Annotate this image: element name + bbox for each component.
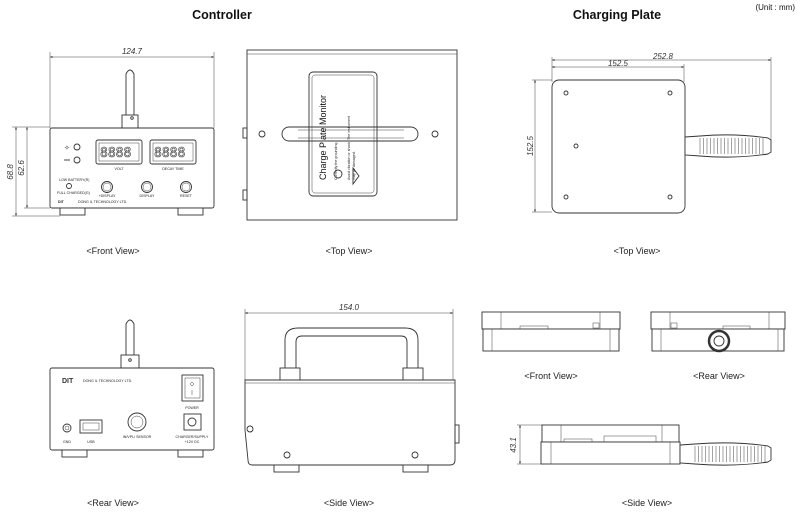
label-title: Charge Plate Monitor: [318, 95, 328, 180]
plate-front-view: <Front View>: [481, 311, 621, 381]
volt-label: VOLT: [114, 167, 124, 171]
controller-rear-view: DIT DONG IL TECHNOLOGY LTD. POWER CHARGE…: [49, 319, 215, 508]
plate-top-view: 252.8 152.5 152.5 <Top View>: [526, 52, 772, 256]
low-battery-label: LOW BATTERY(R): [59, 178, 89, 182]
plate-cable-grip: [679, 442, 772, 466]
decay-time-display: [149, 139, 197, 165]
dim-height-total: 68.8: [6, 164, 15, 180]
reset-button: [180, 181, 192, 193]
full-charged-label: FULL CHARGED(G): [57, 191, 90, 195]
label-line: may be damaged.: [352, 151, 356, 180]
decay-time-label: DECAY TIME: [162, 167, 184, 171]
maker-label: DONG IL TECHNOLOGY LTD.: [78, 200, 127, 204]
controller-side-view: 154.0 <Side View>: [244, 303, 460, 508]
antenna: [125, 69, 135, 120]
caption-plate-side-view: <Side View>: [622, 498, 672, 508]
foot: [177, 207, 204, 216]
charging-plate-title: Charging Plate: [573, 8, 661, 22]
port-label: IN/VPL/ SENSOR: [123, 435, 152, 439]
plate-top-part: [481, 311, 621, 330]
usb-port: [79, 419, 103, 434]
plate-rear-view: <Rear View>: [650, 311, 786, 381]
button-label: DISPLAY: [140, 194, 156, 198]
port-label: GND: [63, 440, 71, 444]
logo: DIT: [62, 378, 74, 385]
caption-plate-front-view: <Front View>: [524, 371, 577, 381]
port-label: USB: [87, 440, 95, 444]
decay-digits: 8888: [154, 146, 185, 161]
label-line: Correctly the grounding.: [334, 142, 338, 180]
side-body: [244, 379, 456, 466]
dim-overall-length: 252.8: [652, 52, 674, 61]
dim-height-body: 62.6: [17, 160, 26, 176]
caption-side-view: <Side View>: [324, 498, 374, 508]
handle: [284, 327, 419, 368]
product-label: [308, 71, 378, 197]
handle: [281, 126, 419, 142]
display-plus-button: [101, 181, 113, 193]
antenna-base: [121, 114, 139, 129]
dim-plate-depth: 152.5: [526, 135, 535, 156]
power-switch: [181, 374, 204, 402]
dim-plate-width: 152.5: [608, 59, 629, 68]
port-label: +12V DC: [185, 440, 200, 444]
caption-plate-rear-view: <Rear View>: [693, 371, 745, 381]
foot: [59, 207, 86, 216]
volt-display: [95, 139, 143, 165]
plate-bottom-part: [482, 328, 620, 352]
dim-width: 124.7: [122, 47, 143, 56]
display-button: [141, 181, 153, 193]
controller-title: Controller: [192, 8, 252, 22]
brightness-icon: ✧: [64, 144, 70, 152]
gnd-terminal: [62, 423, 72, 433]
caption-front-view: <Front View>: [86, 246, 139, 256]
volt-digits: 8888: [100, 146, 131, 161]
label-line: Avoid vibration or shock. The instrument: [347, 116, 351, 180]
caption-top-view: <Top View>: [326, 246, 373, 256]
port-label: CHARGER/SUPPLY: [176, 435, 209, 439]
plate: [551, 79, 686, 214]
cable-gland: [707, 329, 731, 353]
caption-plate-top-view: <Top View>: [614, 246, 661, 256]
ground-icon: [333, 169, 343, 179]
unit-note: (Unit : mm): [755, 3, 795, 12]
sensor-connector: [127, 412, 147, 432]
plate-side-view: 43.1 <Side View>: [509, 424, 772, 508]
port-label: POWER: [185, 406, 199, 410]
button-label: +DISPLAY: [98, 194, 116, 198]
logo: DIT: [58, 200, 65, 204]
maker-label: DONG IL TECHNOLOGY LTD.: [83, 379, 132, 383]
controller-front-view: 124.7 68.8 62.6 ✧ 8888 VOLT 8888 DECAY T…: [6, 47, 215, 256]
dim-length: 154.0: [339, 303, 360, 312]
dim-plate-height: 43.1: [509, 437, 518, 453]
warning-icon: [352, 166, 360, 186]
button-label: RESET: [180, 194, 193, 198]
controller-top-view: Charge Plate Monitor Correctly the groun…: [242, 49, 458, 256]
caption-rear-view: <Rear View>: [87, 498, 139, 508]
dc-jack: [183, 413, 202, 431]
